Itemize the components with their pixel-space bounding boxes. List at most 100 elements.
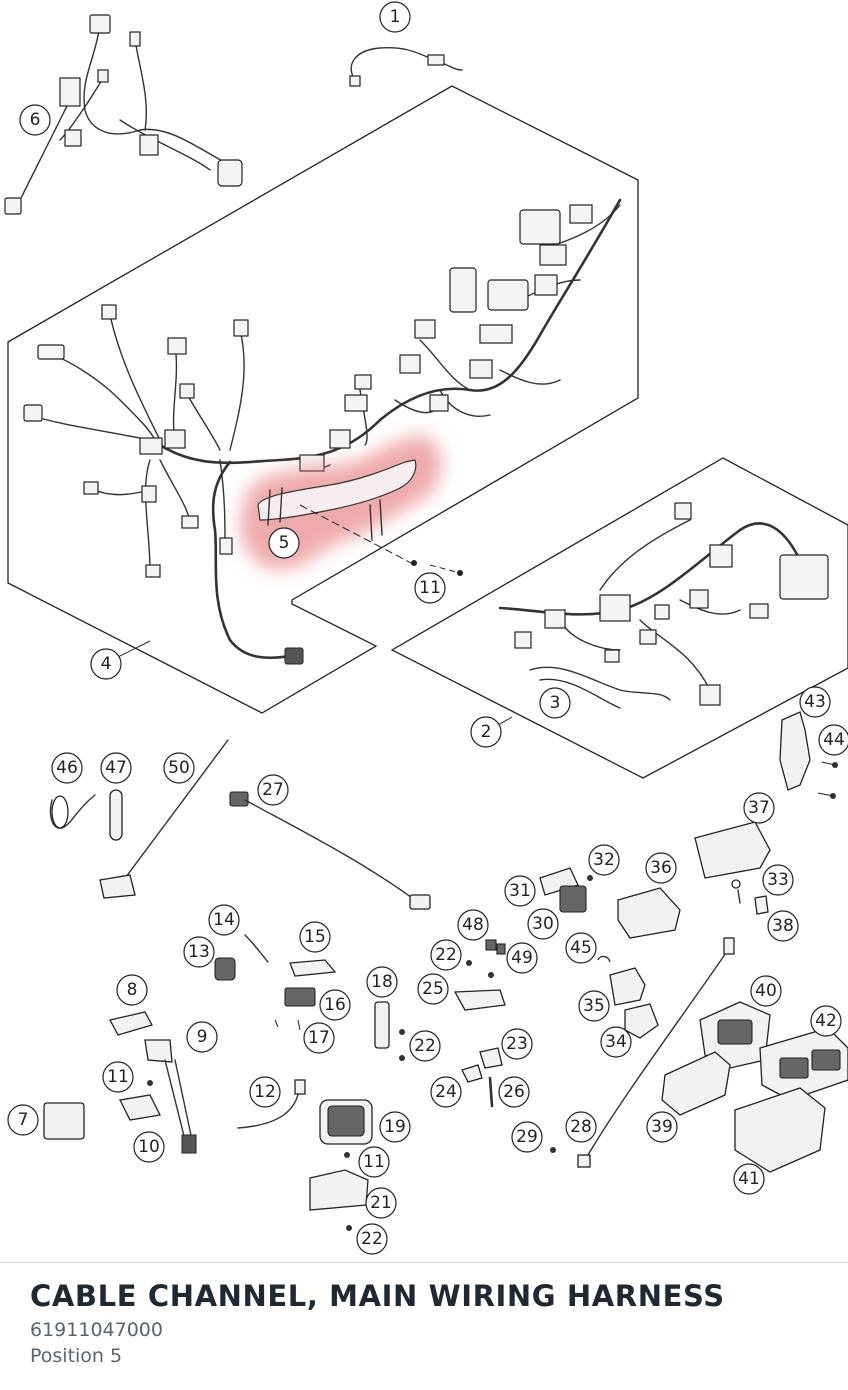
callout-48[interactable]: 48 bbox=[457, 909, 489, 941]
svg-text:9: 9 bbox=[197, 1027, 208, 1047]
callout-22a[interactable]: 22 bbox=[430, 939, 462, 971]
wiring-cable-part-1 bbox=[349, 47, 463, 87]
svg-text:46: 46 bbox=[56, 758, 78, 778]
svg-text:48: 48 bbox=[462, 915, 484, 935]
callout-36[interactable]: 36 bbox=[645, 852, 677, 884]
svg-text:42: 42 bbox=[815, 1011, 837, 1031]
svg-text:31: 31 bbox=[509, 881, 531, 901]
callout-14[interactable]: 14 bbox=[208, 904, 240, 936]
callout-9[interactable]: 9 bbox=[186, 1021, 218, 1053]
svg-text:23: 23 bbox=[506, 1034, 528, 1054]
callout-11b[interactable]: 11 bbox=[102, 1061, 134, 1093]
control-units bbox=[539, 821, 848, 1173]
callout-44[interactable]: 44 bbox=[818, 724, 848, 756]
svg-text:40: 40 bbox=[755, 981, 777, 1001]
svg-text:35: 35 bbox=[583, 996, 605, 1016]
callout-8[interactable]: 8 bbox=[116, 974, 148, 1006]
callout-50[interactable]: 50 bbox=[163, 752, 195, 784]
svg-text:18: 18 bbox=[371, 972, 393, 992]
svg-text:28: 28 bbox=[570, 1117, 592, 1137]
small-components bbox=[43, 934, 405, 1231]
part-title: CABLE CHANNEL, MAIN WIRING HARNESS bbox=[30, 1279, 725, 1313]
callout-19[interactable]: 19 bbox=[379, 1111, 411, 1143]
callout-35[interactable]: 35 bbox=[578, 990, 610, 1022]
svg-text:43: 43 bbox=[804, 692, 826, 712]
callout-32[interactable]: 32 bbox=[588, 844, 620, 876]
svg-text:27: 27 bbox=[262, 780, 284, 800]
callout-10[interactable]: 10 bbox=[133, 1131, 165, 1163]
sensor-cable-part-27 bbox=[229, 791, 431, 910]
callout-7[interactable]: 7 bbox=[7, 1104, 39, 1136]
svg-text:26: 26 bbox=[503, 1082, 525, 1102]
callout-2[interactable]: 2 bbox=[470, 716, 502, 748]
callout-11a[interactable]: 11 bbox=[414, 572, 446, 604]
diagram-canvas: 1 6 5 11 4 3 2 43 44 46 47 50 27 37 32 3… bbox=[4, 1, 848, 1255]
callout-6[interactable]: 6 bbox=[19, 104, 51, 136]
svg-text:11: 11 bbox=[419, 578, 441, 598]
callout-39[interactable]: 39 bbox=[646, 1111, 678, 1143]
callout-38[interactable]: 38 bbox=[767, 910, 799, 942]
svg-text:3: 3 bbox=[550, 693, 561, 713]
callout-21[interactable]: 21 bbox=[365, 1187, 397, 1219]
callout-28[interactable]: 28 bbox=[565, 1111, 597, 1143]
svg-text:21: 21 bbox=[370, 1193, 392, 1213]
callout-22b[interactable]: 22 bbox=[409, 1030, 441, 1062]
callout-17[interactable]: 17 bbox=[303, 1022, 335, 1054]
callout-34[interactable]: 34 bbox=[600, 1026, 632, 1058]
svg-text:45: 45 bbox=[570, 938, 592, 958]
callout-26[interactable]: 26 bbox=[498, 1076, 530, 1108]
callout-31[interactable]: 31 bbox=[504, 875, 536, 907]
svg-text:36: 36 bbox=[650, 858, 672, 878]
callout-27[interactable]: 27 bbox=[257, 774, 289, 806]
callout-3[interactable]: 3 bbox=[539, 687, 571, 719]
svg-text:39: 39 bbox=[651, 1117, 673, 1137]
callout-12[interactable]: 12 bbox=[249, 1076, 281, 1108]
callout-40[interactable]: 40 bbox=[750, 975, 782, 1007]
svg-text:50: 50 bbox=[168, 758, 190, 778]
callout-13[interactable]: 13 bbox=[183, 936, 215, 968]
callout-18[interactable]: 18 bbox=[366, 966, 398, 998]
center-components bbox=[453, 937, 735, 1168]
callout-46[interactable]: 46 bbox=[51, 752, 83, 784]
callout-11c[interactable]: 11 bbox=[358, 1146, 390, 1178]
svg-text:16: 16 bbox=[324, 995, 346, 1015]
svg-text:2: 2 bbox=[481, 722, 492, 742]
svg-text:33: 33 bbox=[767, 870, 789, 890]
callout-22c[interactable]: 22 bbox=[356, 1223, 388, 1255]
callout-23[interactable]: 23 bbox=[501, 1028, 533, 1060]
svg-text:44: 44 bbox=[823, 730, 845, 750]
callout-43[interactable]: 43 bbox=[799, 686, 831, 718]
callout-24[interactable]: 24 bbox=[430, 1076, 462, 1108]
svg-text:6: 6 bbox=[30, 110, 41, 130]
callout-49[interactable]: 49 bbox=[506, 942, 538, 974]
callout-16[interactable]: 16 bbox=[319, 989, 351, 1021]
svg-text:13: 13 bbox=[188, 942, 210, 962]
callout-29[interactable]: 29 bbox=[511, 1121, 543, 1153]
callout-42[interactable]: 42 bbox=[810, 1005, 842, 1037]
callout-25[interactable]: 25 bbox=[417, 973, 449, 1005]
callout-1[interactable]: 1 bbox=[379, 1, 411, 33]
svg-text:8: 8 bbox=[127, 980, 138, 1000]
svg-text:49: 49 bbox=[511, 948, 533, 968]
callout-15[interactable]: 15 bbox=[299, 921, 331, 953]
callout-4[interactable]: 4 bbox=[90, 648, 122, 680]
harness-frame-2 bbox=[390, 457, 848, 779]
callout-47[interactable]: 47 bbox=[100, 752, 132, 784]
callout-33[interactable]: 33 bbox=[762, 864, 794, 896]
svg-text:38: 38 bbox=[772, 916, 794, 936]
main-wiring-harness-part-4 bbox=[23, 198, 622, 665]
svg-text:32: 32 bbox=[593, 850, 615, 870]
callout-45[interactable]: 45 bbox=[565, 932, 597, 964]
callout-5[interactable]: 5 bbox=[268, 527, 300, 559]
wiring-harness-part-6 bbox=[4, 14, 243, 215]
part-info-footer: CABLE CHANNEL, MAIN WIRING HARNESS 61911… bbox=[0, 1262, 848, 1390]
cable-ties-46-47-50 bbox=[49, 739, 229, 899]
svg-text:15: 15 bbox=[304, 927, 326, 947]
callout-41[interactable]: 41 bbox=[733, 1163, 765, 1195]
svg-text:22: 22 bbox=[414, 1036, 436, 1056]
callout-30[interactable]: 30 bbox=[527, 908, 559, 940]
callout-37[interactable]: 37 bbox=[743, 792, 775, 824]
bracket-part-43 bbox=[779, 711, 838, 799]
svg-text:10: 10 bbox=[138, 1137, 160, 1157]
part-number: 61911047000 bbox=[30, 1319, 163, 1341]
